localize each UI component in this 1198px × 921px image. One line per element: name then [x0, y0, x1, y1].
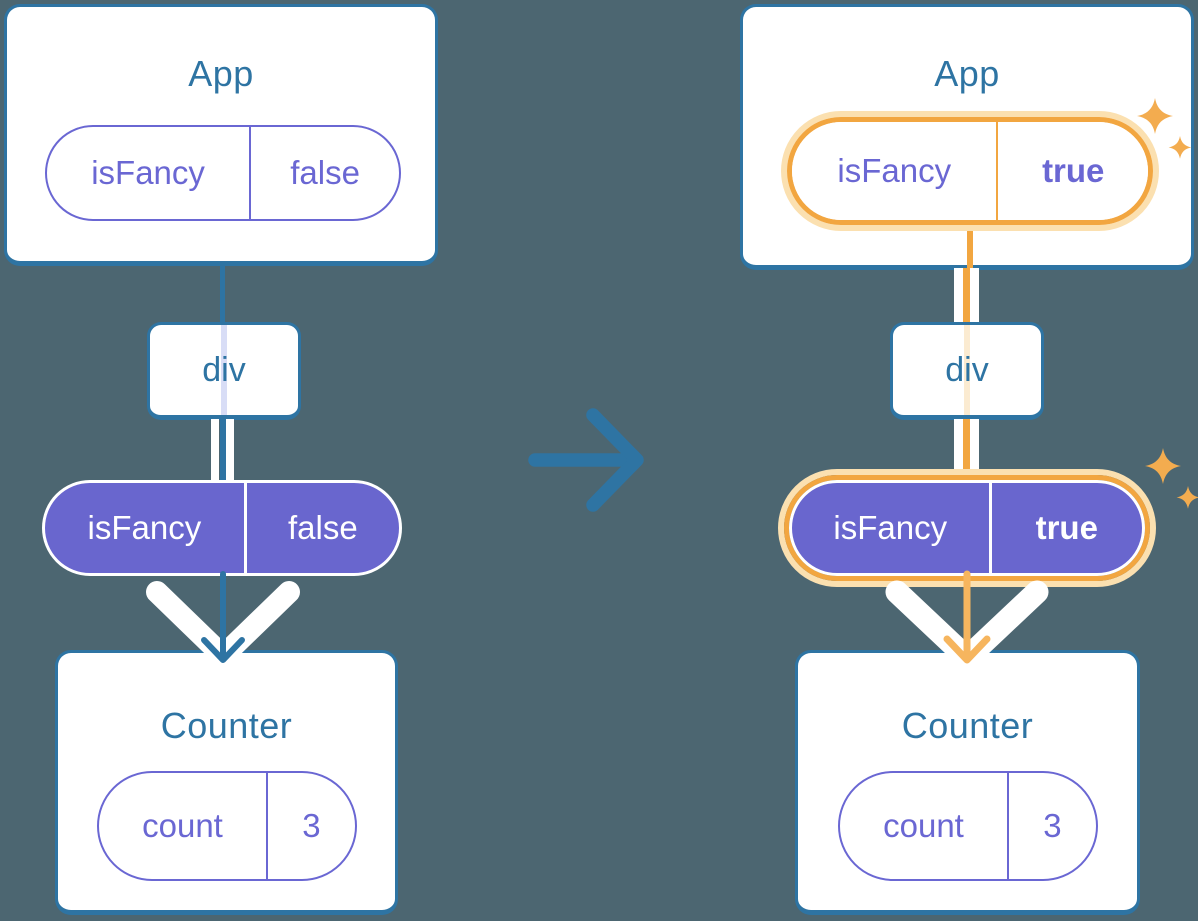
prop-value: true: [1035, 509, 1098, 546]
state-value: 3: [302, 807, 321, 844]
state-name: count: [840, 773, 1009, 879]
prop-name: isFancy: [45, 483, 247, 573]
sparkle-icon: [1145, 448, 1198, 509]
app-title: App: [934, 53, 1000, 94]
prop-pipe-core: [219, 419, 226, 481]
div-node: div: [890, 322, 1044, 420]
div-node: div: [147, 322, 301, 420]
state-value: 3: [1043, 807, 1062, 844]
prop-pipe-rail: [970, 268, 979, 323]
passed-prop-pill-highlighted: isFancy true: [789, 480, 1145, 576]
prop-name: isFancy: [792, 122, 999, 220]
prop-pipe-core: [963, 268, 970, 323]
div-label: div: [202, 350, 246, 389]
passed-prop-pill: isFancy false: [42, 480, 402, 576]
highlight-ring: isFancy true: [784, 475, 1150, 581]
highlight-ring: isFancy true: [787, 117, 1153, 225]
counter-card: Counter count 3: [795, 650, 1140, 915]
app-card: App isFancy false: [4, 4, 438, 266]
prop-pill-highlighted: isFancy true: [792, 122, 1148, 220]
div-label: div: [945, 350, 989, 389]
prop-pipe-rail: [954, 268, 963, 323]
prop-pipe-core: [963, 419, 970, 475]
counter-title: Counter: [901, 705, 1034, 746]
prop-pipe-rail: [970, 419, 979, 475]
app-title: App: [188, 53, 254, 94]
prop-value: false: [288, 509, 358, 546]
app-to-div-line: [220, 264, 225, 323]
prop-pass-through-line: [221, 325, 227, 415]
prop-pipe-rail: [226, 419, 234, 481]
app-card: App isFancy true: [740, 4, 1194, 270]
prop-pass-through-line: [964, 325, 970, 415]
prop-name: isFancy: [47, 127, 252, 219]
transition-arrow-icon: [528, 408, 644, 512]
state-name: count: [99, 773, 268, 879]
counter-title: Counter: [160, 705, 293, 746]
prop-name: isFancy: [792, 483, 992, 573]
prop-pill: isFancy false: [45, 125, 401, 221]
prop-value: true: [1042, 152, 1105, 189]
prop-flow-arrow-icon: [146, 571, 300, 667]
prop-value: false: [290, 154, 360, 191]
state-pill: count 3: [97, 771, 357, 881]
state-pill: count 3: [838, 771, 1098, 881]
prop-pipe-rail: [211, 419, 219, 481]
prop-pipe-rail: [954, 419, 963, 475]
sparkle-icon: [1137, 98, 1192, 159]
prop-flow-arrow-icon: [885, 570, 1049, 670]
prop-line-orange: [967, 229, 973, 268]
highlight-glow: isFancy true: [781, 111, 1159, 231]
